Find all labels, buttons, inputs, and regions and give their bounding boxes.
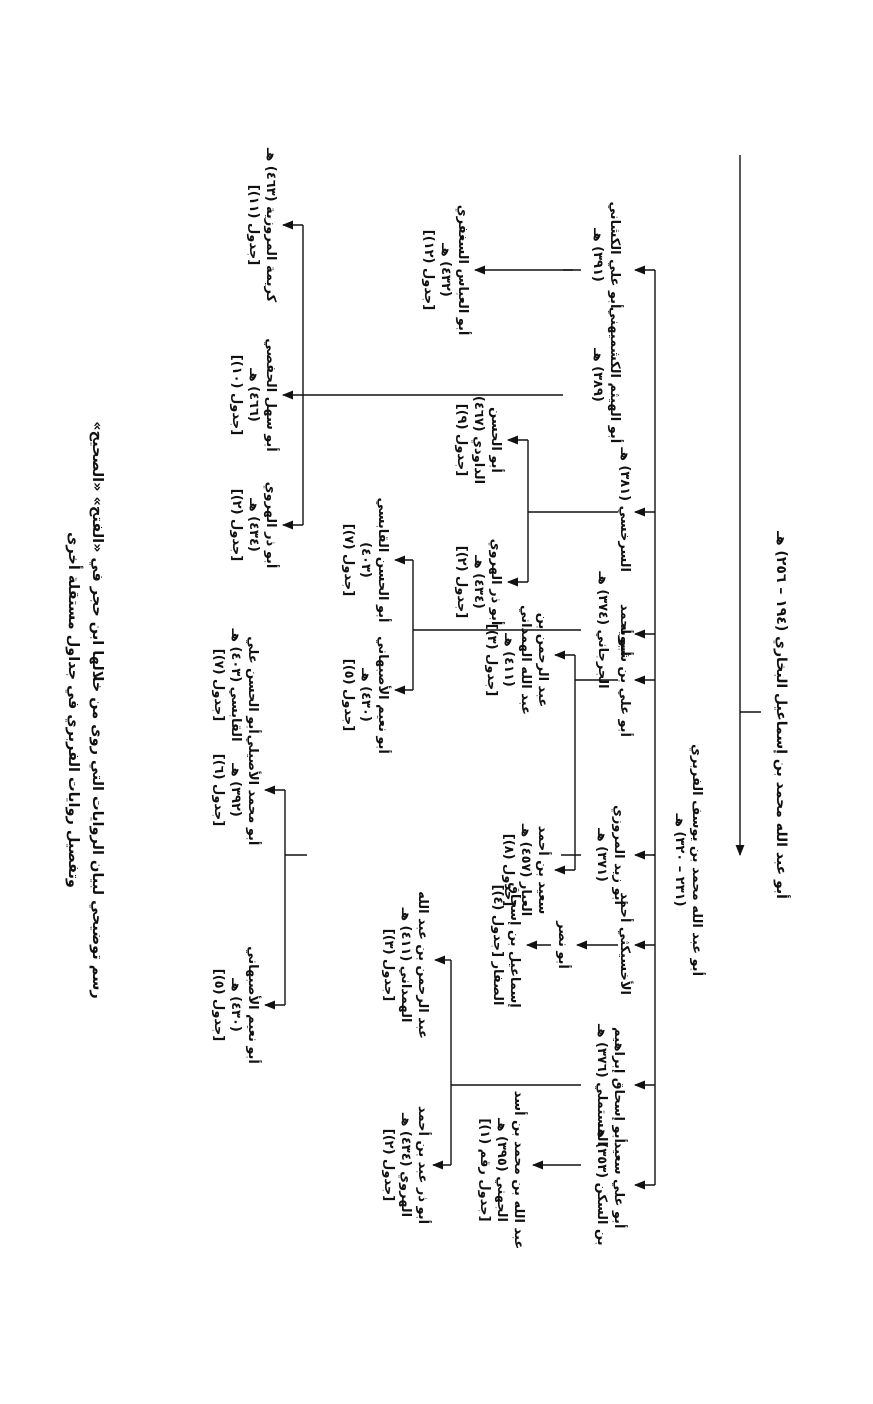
node-abdulrahman-a: عبد الرحمن بن عبد الله الهمداني (٤١١) هـ… <box>380 885 431 1045</box>
node-line: أبو نعيم الأصبهاني <box>375 636 390 754</box>
node-nuaym-a: أبو نعيم الأصبهاني (٤٣٠) هـ [جدول (٥)] <box>210 935 261 1075</box>
node-line: أبو نعيم الأصبهاني <box>245 946 260 1064</box>
node-line: (٤٣٢) هـ <box>438 243 453 297</box>
node-line: أبو الحسن علي <box>245 636 260 734</box>
node-line: [جدول (١٠)] <box>229 354 244 436</box>
node-line: [جدول (٢)] <box>229 488 244 562</box>
node-line: أبو ذر الهروي <box>263 481 278 569</box>
node-qabisi-b: أبو الحسن القابسي (٤٠٣) [جدول (٧)] <box>340 495 391 625</box>
node-karima: كريمة المروزية (٤٦٣) هـ [جدول (١١)] <box>245 140 279 310</box>
node-line: أبو الحسن القابسي <box>375 497 390 623</box>
node-line: أبو الهيثم الكشميهني <box>607 306 622 444</box>
node-line: [جدول (٣)] <box>381 928 396 1002</box>
node-abu-nasr: أبو نصر <box>554 905 571 985</box>
node-line: الداودي (٤٦٧) <box>471 395 486 485</box>
node-line: (٣٨٩) هـ <box>590 348 605 402</box>
node-saeed-ahmad: سعيد بن أحمد العيار (٤٥٧) هـ [جدول (٨)] <box>500 815 551 925</box>
node-nuaym-b: أبو نعيم الأصبهاني (٤٣٠) هـ [جدول (٥)] <box>340 625 391 765</box>
node-jurjani: الجرجاني (٣٧٤) هـ <box>594 560 611 700</box>
node-dawudi: أبو الحسن الداودي (٤٦٧) [جدول (٩)] <box>453 390 504 490</box>
node-line: عبد الرحمن بن <box>535 612 550 708</box>
node-hafsi: أبو سهل الحفصي (٤٦٦) هـ [جدول (١٠)] <box>228 330 279 460</box>
node-line: أبو إسحاق إبراهيم <box>611 1026 626 1144</box>
node-abu-dhar-c: أبو ذر الهروي (٤٣٤) هـ [جدول (٢)] <box>228 470 279 580</box>
node-line: [جدول (١١)] <box>246 184 261 266</box>
node-line: [جدول (١٢)] <box>421 229 436 311</box>
root-node-bukhari: أبو عبد الله محمد بن إسماعيل البخاري (١٩… <box>772 140 789 1290</box>
node-abu-dhar-a: أبو ذر عبد بن أحمد الهروي (٤٣٤) هـ [جدول… <box>380 1095 431 1235</box>
node-line: (٤٣٠) هـ <box>358 668 373 722</box>
node-line: [جدول (٢)] <box>454 545 469 619</box>
node-line: أبو العباس السغفري <box>455 204 470 336</box>
node-line: أبو أحمد <box>617 603 632 657</box>
node-line: [جدول (٥)] <box>341 658 356 732</box>
node-line: (٤٣٤) هـ <box>246 498 261 552</box>
node-marwazi: أبو زيد المروزي (٣٧١) هـ <box>593 795 627 915</box>
node-line: [جدول (٢)] <box>381 1128 396 1202</box>
node-line: [جدول رقم (١)] <box>477 1118 492 1222</box>
node-line: السرخسي (٣٨١) هـ <box>617 447 632 572</box>
node-line: سعيد بن أحمد <box>535 825 550 915</box>
node-line: أبو ذر عبد بن أحمد <box>415 1105 430 1225</box>
node-line: [جدول (٥)] <box>211 968 226 1042</box>
node-line: (٤٣٤) هـ <box>471 555 486 609</box>
node-line: [جدول (٨)] <box>501 833 516 907</box>
node-mustamli: أبو إسحاق إبراهيم المستملي (٣٧٦) هـ <box>593 1015 627 1155</box>
caption-line: رسم توضيحي لبيان الروايات التي روى من خل… <box>89 421 105 999</box>
node-line: أبو ذر الهروي <box>488 538 503 626</box>
node-line: [جدول (٩)] <box>454 403 469 477</box>
caption-line: وتفصيل روايات الفربري في جداول مستقلة أخ… <box>65 532 81 888</box>
node-line: أبو نصر <box>555 921 570 969</box>
node-abdullah-asad: عبد الله بن محمد بن أسد الجهني (٣٩٥) هـ … <box>476 1085 527 1255</box>
node-line: [جدول (٧)] <box>211 648 226 722</box>
node-abu-ahmad: أبو أحمد <box>616 595 633 665</box>
node-line: القابسي (٤٠٣) هـ <box>228 628 243 742</box>
node-kushmihani: أبو الهيثم الكشميهني (٣٨٩) هـ <box>589 300 623 450</box>
node-line: الجرجاني (٣٧٤) هـ <box>595 571 610 689</box>
node-saghani: أبو العباس السغفري (٤٣٢) هـ [جدول (١٢)] <box>420 195 471 345</box>
node-line: (٤٣٠) هـ <box>228 978 243 1032</box>
node-line: أبو علي الكشاني <box>607 201 622 309</box>
node-abu-dhar-b: أبو ذر الهروي (٤٣٤) هـ [جدول (٢)] <box>453 527 504 637</box>
node-line: (٣٧١) هـ <box>594 828 609 882</box>
node-line: العيار (٤٥٧) هـ <box>518 823 533 917</box>
node-sarakhsi: السرخسي (٣٨١) هـ <box>616 447 633 572</box>
node-line: الجهني (٣٩٥) هـ <box>494 1118 509 1222</box>
node-line: أبو عبد الله محمد بن إسماعيل البخاري (١٩… <box>773 531 789 899</box>
node-line: (٢٣١ – ٣٢٠) هـ <box>672 813 687 907</box>
node-line: (٤٠٣) <box>358 542 373 578</box>
node-line: أبو زيد المروزي <box>611 804 626 906</box>
node-firabri: أبو عبد الله محمد بن يوسف الفربري (٢٣١ –… <box>671 740 705 980</box>
node-line: (٣٩١) هـ <box>590 228 605 282</box>
node-line: عبد الله الهمداني <box>518 605 533 715</box>
node-line: المستملي (٣٧٦) هـ <box>594 1024 609 1146</box>
node-line: أبو سهل الحفصي <box>263 338 278 452</box>
node-line: الهروي (٤٣٤) هـ <box>398 1112 413 1218</box>
node-line: أبو الحسن <box>488 407 503 473</box>
diagram-caption: رسم توضيحي لبيان الروايات التي روى من خل… <box>61 180 109 1240</box>
node-line: أبو عبد الله محمد بن يوسف الفربري <box>689 743 704 977</box>
node-line: عبد الله بن محمد بن أسد <box>511 1090 526 1250</box>
node-qabisi-a: أبو الحسن علي القابسي (٤٠٣) هـ [جدول (٧)… <box>210 620 261 750</box>
node-line: [جدول (٧)] <box>341 523 356 597</box>
node-line: عبد الرحمن بن عبد الله <box>415 891 430 1039</box>
node-kushani: أبو علي الكشاني (٣٩١) هـ <box>589 200 623 310</box>
node-line: الهمداني (٤١١) هـ <box>398 907 413 1023</box>
node-line: (٤٦٦) هـ <box>246 368 261 422</box>
node-line: كريمة المروزية (٤٦٣) هـ <box>263 147 278 303</box>
